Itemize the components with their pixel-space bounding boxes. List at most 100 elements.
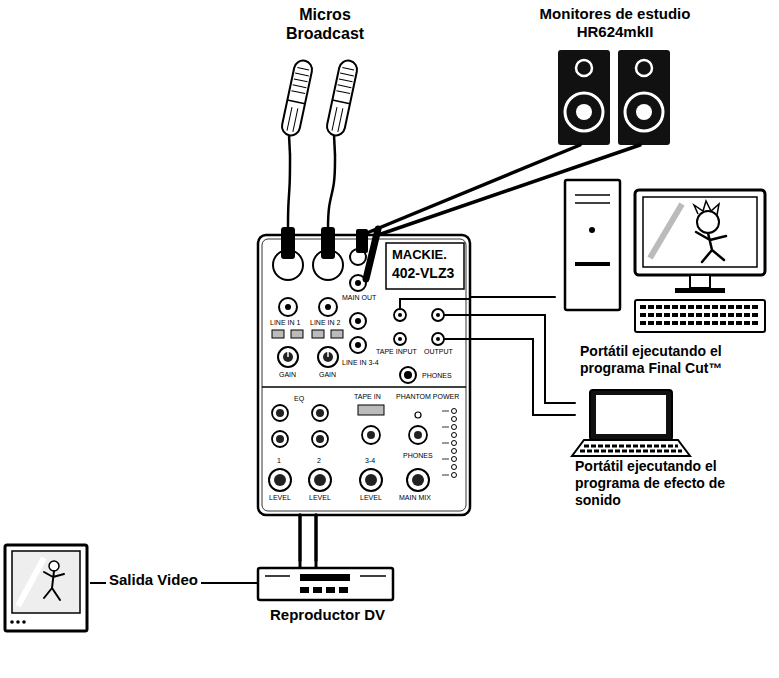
mixer-panel — [365, 474, 377, 486]
mixer-panel — [316, 435, 324, 443]
mixer-panel — [452, 425, 457, 430]
mixer-panel — [274, 474, 286, 486]
control-label: LEVEL — [360, 494, 382, 502]
mixer-panel — [360, 469, 382, 491]
mixer-panel — [442, 427, 449, 428]
computer-drawing — [640, 313, 760, 317]
device-label: Monitores de estudio HR624mkII — [515, 5, 715, 41]
microphone-drawing — [332, 107, 337, 130]
dv-deck-drawing — [326, 587, 335, 593]
mixer-panel — [278, 347, 298, 367]
mixer-panel — [442, 459, 449, 460]
control-label: TAPE IN — [354, 393, 381, 401]
mixer-panel — [325, 304, 331, 310]
control-label: 1 — [277, 457, 281, 465]
mixer-panel — [452, 441, 457, 446]
mixer-panel — [285, 304, 291, 310]
mixer-panel — [327, 348, 329, 357]
control-label: LINE IN 2 — [310, 319, 340, 327]
laptop: Portátil ejecutando el programa de efect… — [575, 390, 770, 525]
computer-drawing — [694, 201, 719, 215]
mixer-panel — [414, 431, 422, 439]
mixer-panel — [442, 443, 449, 444]
laptop-drawing — [572, 440, 690, 456]
mixer-panel — [262, 386, 466, 388]
mixer-panel — [394, 333, 406, 345]
mixer-panel — [432, 333, 444, 345]
mixer-panel — [287, 348, 289, 357]
mixer-panel — [355, 342, 361, 348]
mixer-panel — [394, 309, 406, 321]
mixer-panel — [276, 409, 284, 417]
control-label: 3-4 — [365, 457, 375, 465]
mixer-panel — [452, 457, 457, 462]
computer-drawing — [696, 232, 726, 262]
laptop-drawing — [590, 390, 672, 440]
control-label: LEVEL — [309, 494, 331, 502]
device-label: Portátil ejecutando el programa Final Cu… — [580, 343, 770, 377]
mixer-panel — [400, 367, 416, 383]
mixer-panel — [452, 409, 457, 414]
control-label: LINE IN 1 — [270, 319, 300, 327]
computer-drawing — [575, 262, 610, 266]
computer-drawing — [640, 321, 760, 325]
laptop-drawing — [580, 450, 682, 453]
control-label: EQ — [294, 395, 304, 403]
mixer-panel — [436, 337, 440, 341]
computer-drawing — [565, 180, 765, 332]
mixer-panel — [366, 229, 378, 279]
mixer-panel — [386, 243, 464, 289]
dv-deck-drawing — [258, 560, 393, 600]
cable — [314, 515, 318, 560]
computer-drawing — [565, 180, 620, 310]
computer-drawing — [643, 197, 757, 267]
mixer-panel — [269, 469, 291, 491]
speaker-drawing — [565, 93, 603, 131]
video-monitor-drawing — [12, 551, 80, 613]
dv-player: Reproductor DV — [250, 560, 405, 635]
speaker-drawing — [636, 104, 652, 120]
video-monitor-drawing — [16, 620, 20, 624]
computer-drawing — [650, 204, 682, 258]
computer-drawing — [589, 227, 595, 233]
cable — [470, 296, 555, 298]
speaker-drawing — [576, 60, 592, 76]
mixer-panel — [444, 314, 470, 316]
video-monitor-drawing — [44, 571, 64, 600]
mixer-panel — [319, 298, 337, 316]
control-label: GAIN — [279, 371, 296, 379]
control-label: GAIN — [319, 371, 336, 379]
mixer-panel — [452, 473, 457, 478]
mixer-panel — [331, 330, 343, 338]
mixer-panel — [272, 330, 284, 338]
control-label: OUTPUT — [424, 348, 453, 356]
mixer: MACKIE.402-VLZ3LINE IN 1LINE IN 2GAINGAI… — [258, 235, 470, 515]
mixer-panel — [314, 474, 326, 486]
mixer-panel — [258, 227, 470, 515]
microphone-drawing — [280, 59, 313, 137]
dv-deck-drawing — [258, 568, 393, 600]
microphone-drawing — [280, 59, 358, 155]
mixer-panel — [367, 431, 375, 439]
microphone-drawing — [293, 85, 307, 88]
mixer-panel — [279, 298, 297, 316]
dv-deck-drawing — [313, 587, 322, 593]
mixer-panel — [442, 409, 457, 478]
speaker-drawing — [558, 50, 610, 145]
cable — [362, 145, 580, 235]
control-label: MAIN MIX — [399, 494, 431, 502]
microphone-drawing — [295, 73, 309, 76]
dv-deck-drawing — [360, 575, 386, 577]
mixer-panel — [436, 313, 440, 317]
laptop-drawing — [596, 395, 666, 434]
computer-drawing — [640, 305, 760, 309]
control-label: LEVEL — [269, 494, 291, 502]
mixer-panel — [312, 431, 328, 447]
model-name: 402-VLZ3 — [392, 265, 464, 282]
microphone-drawing — [289, 135, 290, 155]
computer-drawing — [575, 194, 610, 196]
microphone-drawing — [325, 59, 358, 137]
mixer-panel — [409, 426, 427, 444]
studio-monitors: Monitores de estudio HR624mkII — [515, 5, 715, 145]
device-label: Micros Broadcast — [270, 5, 380, 43]
